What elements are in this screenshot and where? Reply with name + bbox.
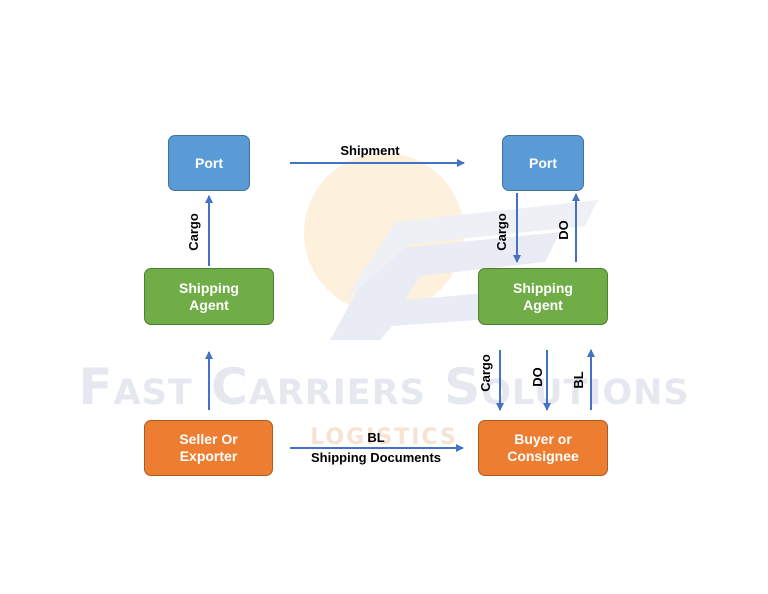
shipping-agent-left-node: Shipping Agent bbox=[144, 268, 274, 325]
shipping-documents-label: Shipping Documents bbox=[311, 450, 441, 465]
shipment-label: Shipment bbox=[340, 143, 400, 158]
cargo-right-bottom-label: Cargo bbox=[478, 354, 493, 392]
seller-exporter-node: Seller Or Exporter bbox=[144, 420, 273, 476]
bl-right-bottom-label: BL bbox=[571, 371, 586, 389]
port-left-node: Port bbox=[168, 135, 250, 191]
do-right-top-label: DO bbox=[556, 220, 571, 240]
watermark-subtitle: LOGISTICS bbox=[310, 425, 458, 450]
port-right-node: Port bbox=[502, 135, 584, 191]
bl-label: BL bbox=[367, 430, 385, 445]
do-right-bottom-label: DO bbox=[530, 367, 545, 387]
watermark-title: Fast Carriers Solutions bbox=[78, 358, 690, 416]
cargo-left-label: Cargo bbox=[186, 213, 201, 251]
cargo-right-top-label: Cargo bbox=[494, 213, 509, 251]
shipping-agent-right-node: Shipping Agent bbox=[478, 268, 608, 325]
buyer-consignee-node: Buyer or Consignee bbox=[478, 420, 608, 476]
